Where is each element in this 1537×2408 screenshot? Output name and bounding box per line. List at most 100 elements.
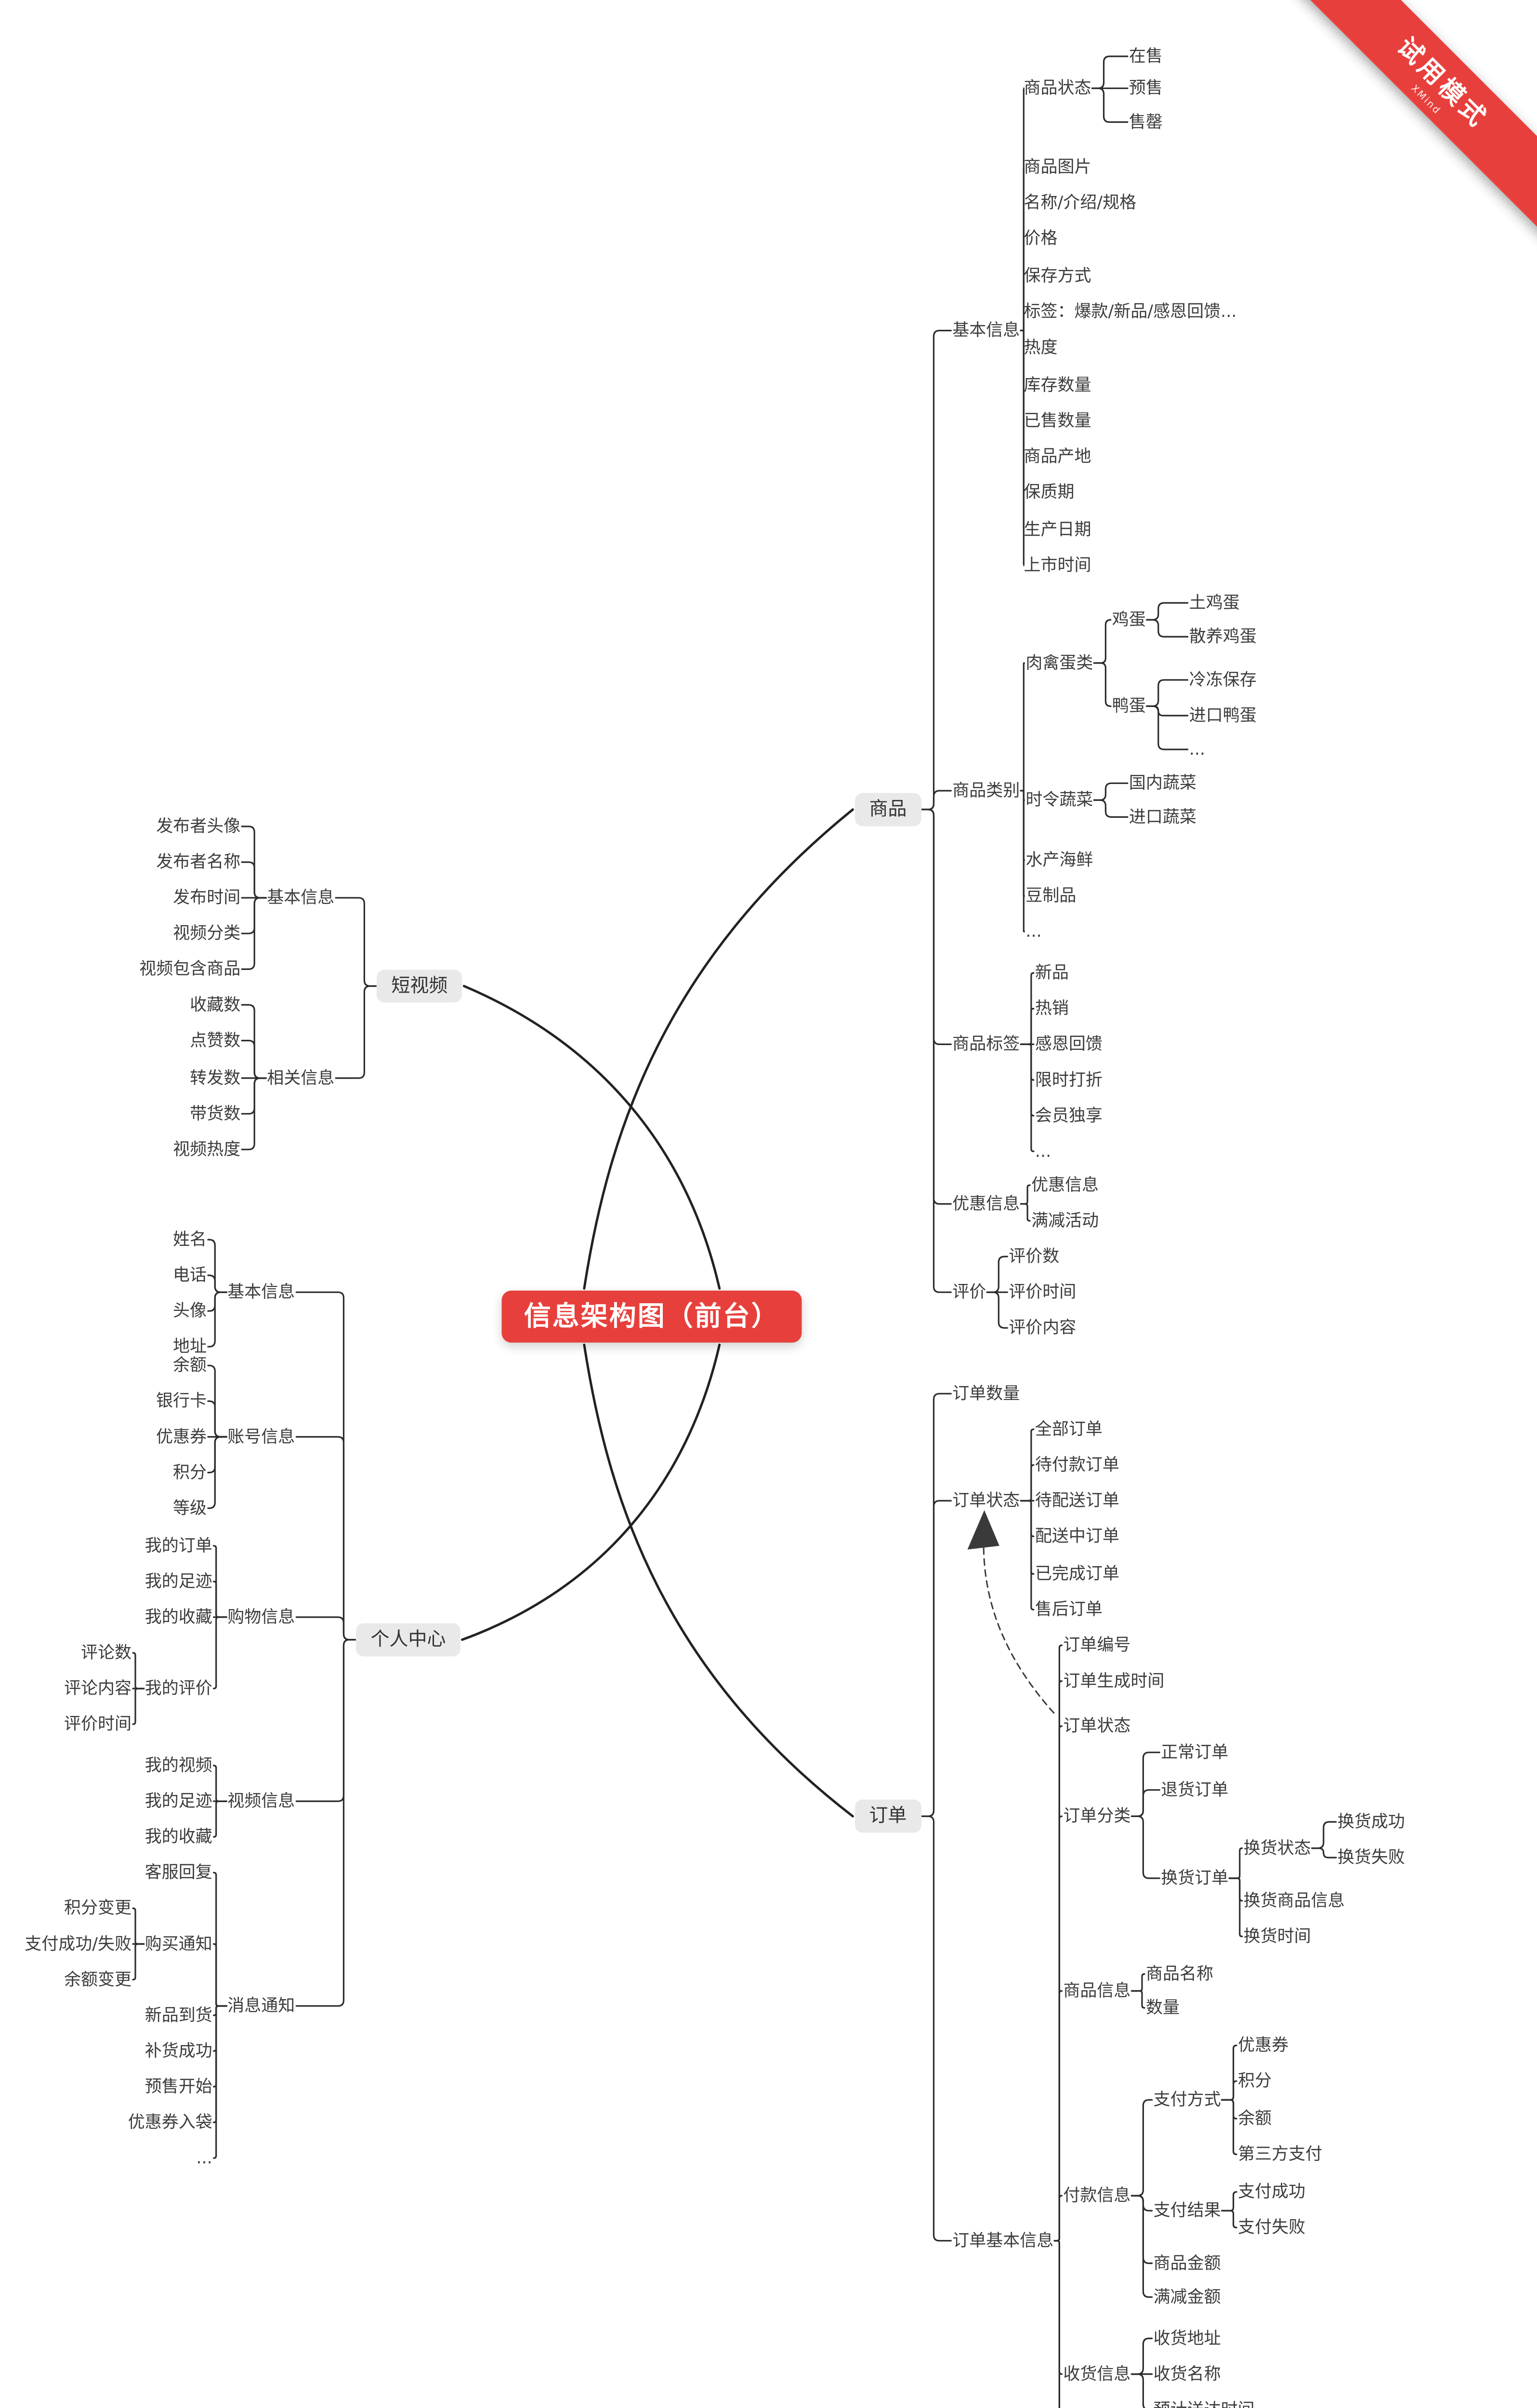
topic-s2d[interactable]: 带货数 [190, 1104, 241, 1124]
topic-o3f2a[interactable]: 支付成功 [1238, 2182, 1306, 2202]
topic-g4b[interactable]: 满减活动 [1031, 1211, 1099, 1230]
topic-g3[interactable]: 商品标签 [952, 1034, 1020, 1054]
topic-b1[interactable]: 商品 [854, 793, 921, 826]
topic-o3d3a1[interactable]: 换货成功 [1337, 1812, 1405, 1832]
topic-u2c[interactable]: 优惠券 [156, 1427, 207, 1447]
topic-g2a2b[interactable]: 进口鸭蛋 [1189, 706, 1257, 725]
topic-b2[interactable]: 订单 [854, 1799, 921, 1833]
topic-u4c[interactable]: 我的收藏 [145, 1827, 212, 1847]
topic-s2a[interactable]: 收藏数 [190, 995, 241, 1015]
topic-o3d3b[interactable]: 换货商品信息 [1243, 1891, 1345, 1911]
topic-o3c[interactable]: 订单状态 [1063, 1716, 1131, 1736]
topic-u1a[interactable]: 姓名 [172, 1230, 207, 1249]
topic-g5b[interactable]: 评价时间 [1009, 1283, 1077, 1302]
topic-o2f[interactable]: 售后订单 [1035, 1600, 1103, 1620]
topic-g5c[interactable]: 评价内容 [1009, 1318, 1077, 1338]
topic-c0[interactable]: 信息架构图（前台） [501, 1290, 802, 1343]
topic-u4b[interactable]: 我的足迹 [145, 1791, 212, 1811]
topic-u2a[interactable]: 余额 [172, 1356, 207, 1375]
topic-g5[interactable]: 评价 [952, 1283, 986, 1302]
topic-u4a[interactable]: 我的视频 [145, 1755, 212, 1775]
topic-g2a[interactable]: 肉禽蛋类 [1025, 653, 1093, 673]
topic-o3f2[interactable]: 支付结果 [1153, 2201, 1221, 2221]
topic-o3d3c[interactable]: 换货时间 [1243, 1926, 1311, 1946]
topic-o3g1[interactable]: 收货地址 [1153, 2329, 1221, 2348]
topic-g1a[interactable]: 商品状态 [1024, 79, 1091, 98]
topic-o3d3a2[interactable]: 换货失败 [1337, 1847, 1405, 1867]
topic-u3c[interactable]: 我的收藏 [145, 1607, 212, 1627]
topic-g1a3[interactable]: 售罄 [1129, 112, 1163, 132]
topic-g2a2[interactable]: 鸭蛋 [1112, 696, 1146, 716]
topic-u3b[interactable]: 我的足迹 [145, 1571, 212, 1591]
topic-g3c[interactable]: 感恩回馈 [1035, 1034, 1103, 1054]
topic-g1i[interactable]: 已售数量 [1024, 411, 1091, 431]
topic-u3d1[interactable]: 评论数 [80, 1643, 131, 1662]
topic-g2a1b[interactable]: 散养鸡蛋 [1189, 627, 1257, 646]
topic-o3d1[interactable]: 正常订单 [1161, 1742, 1229, 1762]
topic-g1a1[interactable]: 在售 [1129, 46, 1163, 66]
topic-g3e[interactable]: 会员独享 [1035, 1106, 1103, 1125]
topic-g1f[interactable]: 标签：爆款/新品/感恩回馈... [1024, 302, 1237, 322]
topic-o3f1[interactable]: 支付方式 [1153, 2090, 1221, 2110]
topic-u5c[interactable]: 新品到货 [145, 2005, 212, 2025]
topic-u2e[interactable]: 等级 [172, 1498, 207, 1518]
topic-g3f[interactable]: ... [1035, 1141, 1051, 1161]
topic-o3f1c[interactable]: 余额 [1238, 2109, 1272, 2129]
topic-o2b[interactable]: 待付款订单 [1035, 1455, 1119, 1475]
topic-u1b[interactable]: 电话 [172, 1265, 207, 1285]
topic-g1c[interactable]: 名称/介绍/规格 [1024, 193, 1137, 213]
topic-s1[interactable]: 基本信息 [267, 888, 335, 908]
topic-u3[interactable]: 购物信息 [227, 1607, 295, 1627]
topic-g1a2[interactable]: 预售 [1129, 79, 1163, 98]
topic-g1d[interactable]: 价格 [1024, 229, 1058, 249]
topic-o3e2[interactable]: 数量 [1146, 1998, 1180, 2017]
topic-o3f[interactable]: 付款信息 [1063, 2186, 1131, 2205]
topic-o3a[interactable]: 订单编号 [1063, 1636, 1131, 1655]
topic-g1[interactable]: 基本信息 [952, 321, 1020, 340]
topic-o3d2[interactable]: 退货订单 [1161, 1780, 1229, 1800]
topic-u1d[interactable]: 地址 [172, 1337, 207, 1357]
topic-u5g[interactable]: ... [196, 2148, 212, 2168]
topic-s2c[interactable]: 转发数 [190, 1068, 241, 1088]
topic-u4[interactable]: 视频信息 [227, 1791, 295, 1811]
topic-g1h[interactable]: 库存数量 [1024, 375, 1091, 395]
topic-g1m[interactable]: 上市时间 [1024, 555, 1091, 575]
topic-s1a[interactable]: 发布者头像 [156, 816, 241, 836]
topic-u5b3[interactable]: 余额变更 [64, 1970, 131, 1989]
topic-o3[interactable]: 订单基本信息 [952, 2231, 1054, 2251]
topic-o3f3[interactable]: 商品金额 [1153, 2253, 1221, 2273]
topic-s2b[interactable]: 点赞数 [190, 1031, 241, 1050]
topic-s2e[interactable]: 视频热度 [173, 1139, 241, 1159]
topic-g2b2[interactable]: 进口蔬菜 [1129, 807, 1196, 827]
topic-b4[interactable]: 个人中心 [356, 1623, 460, 1657]
topic-g1b[interactable]: 商品图片 [1024, 157, 1091, 177]
topic-o3f1a[interactable]: 优惠券 [1238, 2035, 1289, 2055]
topic-o3g[interactable]: 收货信息 [1063, 2364, 1131, 2384]
topic-o3b[interactable]: 订单生成时间 [1063, 1671, 1165, 1691]
topic-u3a[interactable]: 我的订单 [145, 1536, 212, 1556]
topic-g5a[interactable]: 评价数 [1009, 1246, 1060, 1266]
topic-o2a[interactable]: 全部订单 [1035, 1419, 1103, 1439]
topic-g2c[interactable]: 水产海鲜 [1025, 851, 1093, 870]
topic-g2b[interactable]: 时令蔬菜 [1025, 790, 1093, 810]
topic-g2b1[interactable]: 国内蔬菜 [1129, 773, 1196, 793]
topic-o2d[interactable]: 配送中订单 [1035, 1527, 1119, 1546]
topic-g2a1a[interactable]: 土鸡蛋 [1189, 593, 1240, 613]
topic-u5e[interactable]: 预售开始 [145, 2077, 212, 2096]
topic-g2a2c[interactable]: ... [1189, 739, 1206, 759]
topic-g1g[interactable]: 热度 [1024, 338, 1058, 357]
topic-o3f4[interactable]: 满减金额 [1153, 2287, 1221, 2307]
topic-o3d3[interactable]: 换货订单 [1161, 1868, 1229, 1888]
topic-u5a[interactable]: 客服回复 [145, 1863, 212, 1883]
topic-o3f1b[interactable]: 积分 [1238, 2071, 1272, 2091]
topic-o2c[interactable]: 待配送订单 [1035, 1491, 1119, 1510]
topic-g1k[interactable]: 保质期 [1024, 482, 1075, 502]
topic-u3d[interactable]: 我的评价 [145, 1678, 212, 1698]
topic-u2d[interactable]: 积分 [172, 1463, 207, 1482]
topic-u2[interactable]: 账号信息 [227, 1427, 295, 1447]
topic-o3e[interactable]: 商品信息 [1063, 1981, 1131, 2001]
topic-g4a[interactable]: 优惠信息 [1031, 1175, 1099, 1195]
topic-g3d[interactable]: 限时打折 [1035, 1070, 1103, 1090]
topic-o3g2[interactable]: 收货名称 [1153, 2364, 1221, 2384]
topic-o2[interactable]: 订单状态 [952, 1491, 1020, 1510]
